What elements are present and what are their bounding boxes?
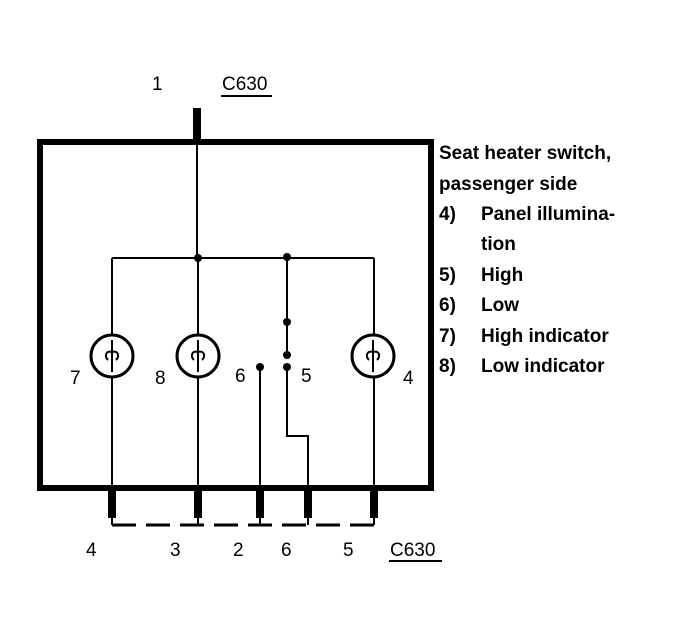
lamp-4-label: 4 [403, 368, 414, 389]
bottom-connector-id: C630 [390, 540, 435, 561]
lamp-7-icon [89, 333, 135, 379]
legend-item-num: 7) [439, 326, 456, 347]
legend-item-text: Low indicator [481, 356, 605, 377]
bottom-pin-label: 6 [281, 540, 292, 561]
bottom-pin-label: 5 [343, 540, 354, 561]
contact-5-label: 5 [301, 366, 312, 387]
legend-item-text: High [481, 265, 523, 286]
legend-item-text: High indicator [481, 326, 609, 347]
legend-item-num: 6) [439, 295, 456, 316]
top-pin-label: 1 [152, 74, 163, 95]
bottom-pin-label: 4 [86, 540, 97, 561]
lamp-4-icon [350, 333, 396, 379]
contact-6 [256, 363, 264, 488]
contact-6-label: 6 [235, 366, 246, 387]
legend-title: Seat heater switch, [439, 143, 611, 164]
legend-item-num: 8) [439, 356, 456, 377]
bottom-pins [108, 488, 378, 525]
top-pin-1 [193, 108, 201, 142]
legend-item-num: 5) [439, 265, 456, 286]
contact-5 [283, 257, 309, 488]
bottom-pin-label: 3 [170, 540, 181, 561]
lamp-7-label: 7 [70, 368, 81, 389]
legend-subtitle: passenger side [439, 174, 577, 195]
top-connector-id: C630 [222, 74, 267, 95]
legend-item-text: Panel illumina- [481, 204, 615, 225]
bottom-pin-label: 2 [233, 540, 244, 561]
switch-housing [37, 139, 434, 491]
legend-item-num: 4) [439, 204, 456, 225]
legend: Seat heater switch, passenger side 4) Pa… [439, 143, 615, 377]
lamp-8-icon [175, 333, 221, 379]
lamp-8-label: 8 [155, 368, 166, 389]
legend-item-text: Low [481, 295, 519, 316]
legend-item-cont: tion [481, 234, 516, 255]
